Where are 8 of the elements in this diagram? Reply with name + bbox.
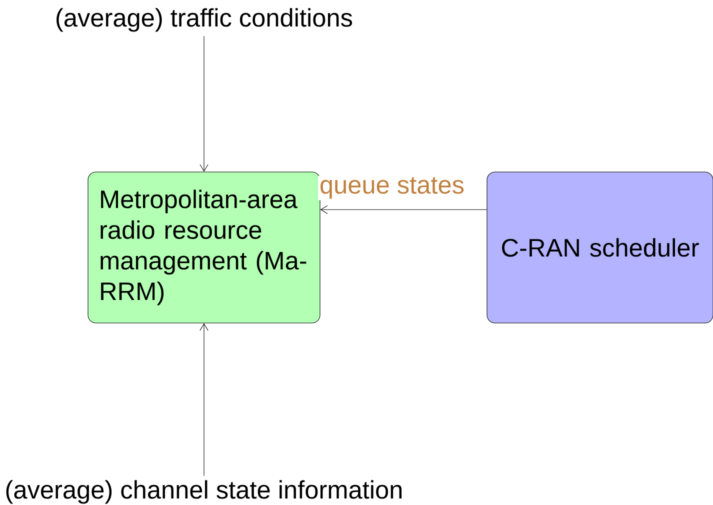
arrow [320, 205, 487, 214]
input-label: (average) traffic conditions [56, 8, 352, 32]
input-label: (average) channel state information [6, 480, 402, 504]
edge-label: queue states [318, 176, 466, 200]
arrow [200, 36, 208, 172]
process-box: C-RAN scheduler [486, 172, 713, 324]
arrow [200, 323, 208, 476]
process-box: Metropolitan-area radio resource management (Ma-RRM) [88, 172, 320, 324]
